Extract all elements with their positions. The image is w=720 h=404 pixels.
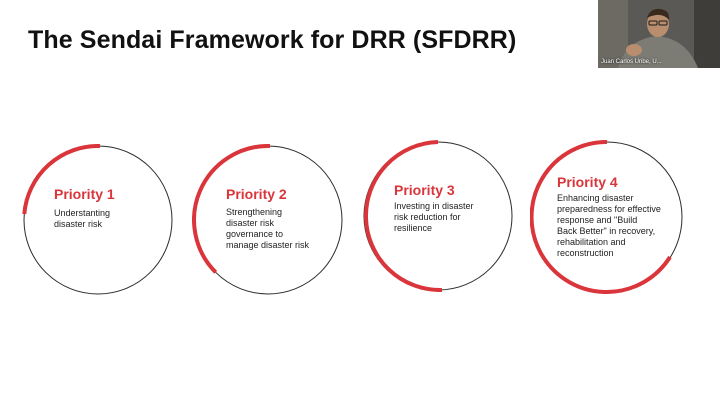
priority-2-title: Priority 2 bbox=[226, 186, 287, 202]
priority-2-description: Strengthening disaster risk governance t… bbox=[226, 207, 310, 250]
priority-4-circle: Priority 4 Enhancing disaster preparedne… bbox=[530, 140, 684, 294]
priority-2-ring bbox=[192, 144, 343, 295]
priority-2-circle: Priority 2 Strengthening disaster risk g… bbox=[192, 144, 344, 296]
priority-1-title: Priority 1 bbox=[54, 186, 115, 202]
slide-title: The Sendai Framework for DRR (SFDRR) bbox=[28, 26, 517, 54]
priority-1-circle: Priority 1 Understanting disaster risk bbox=[22, 144, 174, 296]
priority-1-description: Understanting disaster risk bbox=[54, 208, 111, 229]
priority-4-description: Enhancing disaster preparedness for effe… bbox=[557, 193, 661, 258]
priority-4-ring bbox=[530, 140, 683, 294]
participant-name-label: Juan Carlos Uribe, U... bbox=[601, 59, 662, 65]
priority-3-ring bbox=[363, 140, 513, 292]
priority-3-title: Priority 3 bbox=[394, 182, 455, 198]
participant-video-tile[interactable]: Juan Carlos Uribe, U... bbox=[598, 0, 720, 68]
priority-4-title: Priority 4 bbox=[557, 174, 618, 190]
priority-3-description: Investing in disaster risk reduction for… bbox=[394, 201, 474, 233]
priority-3-circle: Priority 3 Investing in disaster risk re… bbox=[362, 140, 514, 292]
participant-video-image bbox=[598, 0, 720, 68]
priority-1-ring bbox=[22, 144, 173, 295]
